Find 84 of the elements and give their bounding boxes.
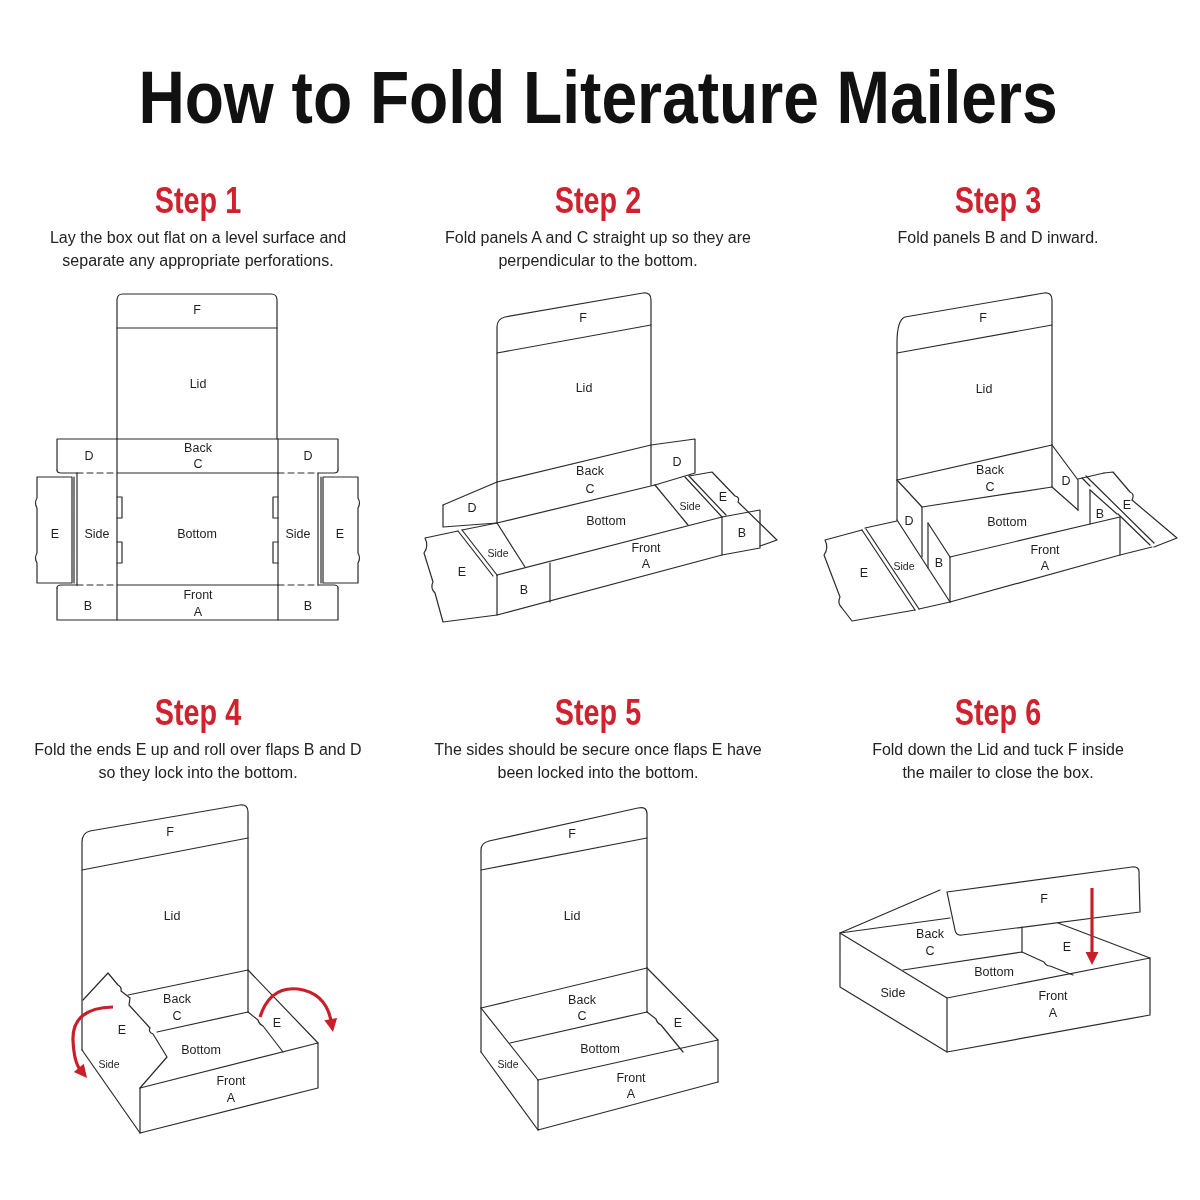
panel-label: Front bbox=[616, 1071, 646, 1085]
panel-label: Bottom bbox=[586, 514, 626, 528]
panel-label: A bbox=[641, 557, 651, 571]
panel-label: B bbox=[1095, 507, 1105, 521]
panel-label: F bbox=[979, 311, 987, 325]
panel-label: Bottom bbox=[974, 965, 1014, 979]
panel-label: B bbox=[83, 599, 93, 613]
panel-label: Front bbox=[1038, 989, 1068, 1003]
panel-label: C bbox=[172, 1009, 182, 1023]
panel-label: C bbox=[985, 480, 995, 494]
panel-label: Lid bbox=[563, 909, 581, 923]
panel-label: Side bbox=[679, 500, 701, 512]
step-heading: Step 4 bbox=[154, 695, 242, 731]
instruction-text: Lay the box out flat on a level surface and separate any appropriate perforations. bbox=[48, 228, 348, 271]
instruction-text: Fold panels A and C straight up so they are perpendicular to the bottom. bbox=[444, 228, 752, 271]
panel-label: E bbox=[117, 1023, 127, 1037]
title: How to Fold Literature Mailers bbox=[138, 59, 1058, 135]
panel-label: Back bbox=[576, 464, 604, 478]
panel-label: E bbox=[859, 566, 869, 580]
panel-label: E bbox=[50, 527, 60, 541]
panel-label: C bbox=[577, 1009, 587, 1023]
panel-label: D bbox=[467, 501, 477, 515]
panel-label: E bbox=[1062, 940, 1072, 954]
panel-label: D bbox=[84, 449, 94, 463]
panel-label: Front bbox=[216, 1074, 246, 1088]
panel-label: C bbox=[585, 482, 595, 496]
panel-label: Side bbox=[497, 1058, 519, 1070]
panel-label: Bottom bbox=[181, 1043, 221, 1057]
panel-label: Back bbox=[976, 463, 1004, 477]
panel-label: Side bbox=[84, 527, 110, 541]
panel-label: Side bbox=[880, 986, 906, 1000]
panel-label: Front bbox=[183, 588, 213, 602]
panel-label: A bbox=[226, 1091, 236, 1105]
step-heading: Step 1 bbox=[154, 183, 242, 219]
panel-label: E bbox=[272, 1016, 282, 1030]
panel-label: C bbox=[193, 457, 203, 471]
panel-label: F bbox=[1040, 892, 1048, 906]
panel-label: Side bbox=[487, 547, 509, 559]
panel-label: Front bbox=[631, 541, 661, 555]
panel-label: F bbox=[568, 827, 576, 841]
instruction-text: Fold panels B and D inward. bbox=[896, 228, 1100, 248]
panel-label: Side bbox=[98, 1058, 120, 1070]
panel-label: A bbox=[193, 605, 203, 619]
panel-label: B bbox=[934, 556, 944, 570]
panel-label: E bbox=[335, 527, 345, 541]
panel-label: Back bbox=[163, 992, 191, 1006]
panel-label: Front bbox=[1030, 543, 1060, 557]
step-heading: Step 5 bbox=[554, 695, 642, 731]
panel-label: E bbox=[673, 1016, 683, 1030]
panel-label: Back bbox=[568, 993, 596, 1007]
step-heading: Step 6 bbox=[954, 695, 1042, 731]
panel-label: B bbox=[737, 526, 747, 540]
panel-label: Back bbox=[184, 441, 212, 455]
panel-label: Side bbox=[893, 560, 915, 572]
step-heading: Step 3 bbox=[954, 183, 1042, 219]
instruction-text: Fold down the Lid and tuck F inside the mailer to close the box. bbox=[871, 740, 1125, 783]
panel-label: F bbox=[193, 303, 201, 317]
panel-label: Lid bbox=[189, 377, 207, 391]
instruction-text: Fold the ends E up and roll over flaps B and D so they lock into the bottom. bbox=[33, 740, 363, 783]
panel-label: E bbox=[1122, 498, 1132, 512]
panel-label: E bbox=[718, 490, 728, 504]
panel-label: F bbox=[166, 825, 174, 839]
panel-label: B bbox=[519, 583, 529, 597]
panel-label: D bbox=[672, 455, 682, 469]
panel-label: B bbox=[303, 599, 313, 613]
instruction-text: The sides should be secure once flaps E have been locked into the bottom. bbox=[433, 740, 763, 783]
step-heading: Step 2 bbox=[554, 183, 642, 219]
panel-label: Back bbox=[916, 927, 944, 941]
panel-label: A bbox=[1040, 559, 1050, 573]
panel-label: Lid bbox=[575, 381, 593, 395]
panel-label: Side bbox=[285, 527, 311, 541]
panel-label: Bottom bbox=[177, 527, 217, 541]
panel-label: A bbox=[1048, 1006, 1058, 1020]
panel-label: F bbox=[579, 311, 587, 325]
panel-label: C bbox=[925, 944, 935, 958]
panel-label: D bbox=[1061, 474, 1071, 488]
panel-label: A bbox=[626, 1087, 636, 1101]
panel-label: Lid bbox=[975, 382, 993, 396]
panel-label: D bbox=[904, 514, 914, 528]
panel-label: Bottom bbox=[987, 515, 1027, 529]
panel-label: Lid bbox=[163, 909, 181, 923]
panel-label: Bottom bbox=[580, 1042, 620, 1056]
panel-label: E bbox=[457, 565, 467, 579]
panel-label: D bbox=[303, 449, 313, 463]
